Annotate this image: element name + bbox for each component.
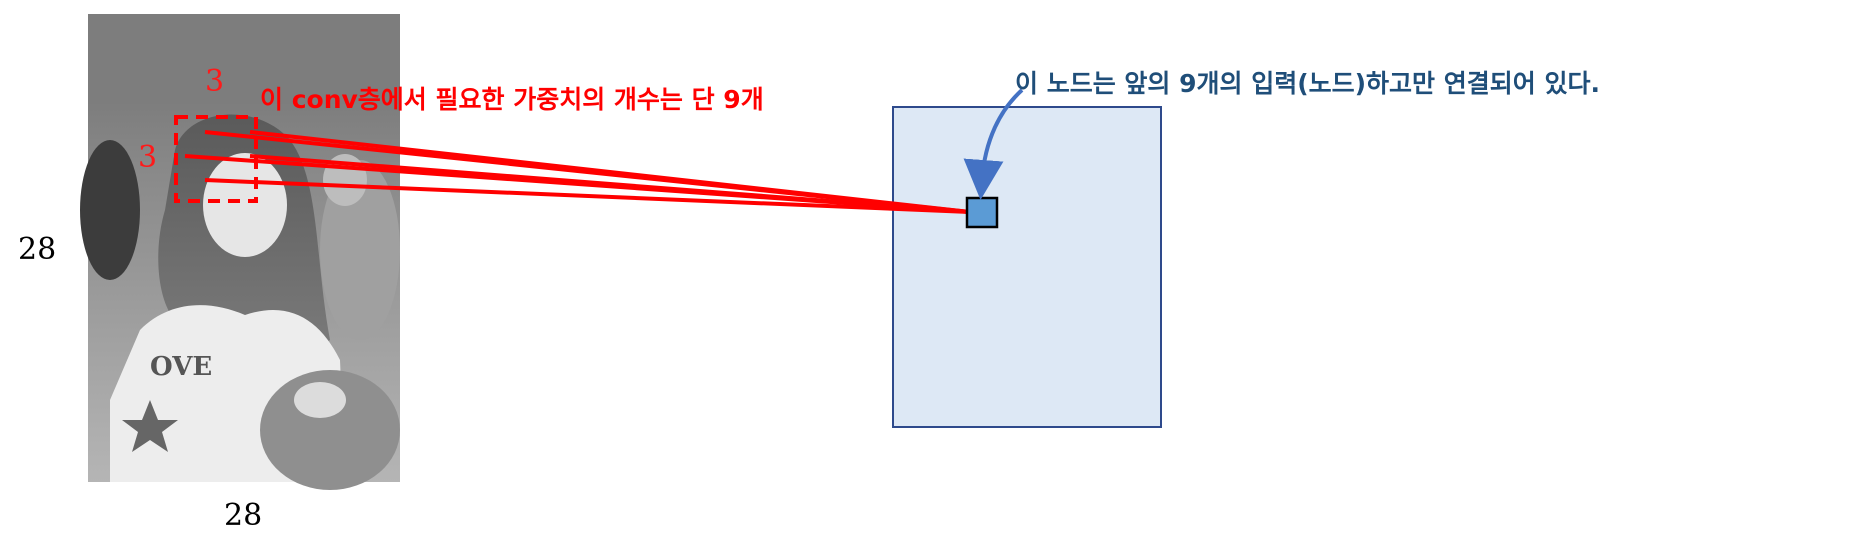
svg-text:OVE: OVE bbox=[150, 352, 212, 382]
feature-map bbox=[892, 106, 1162, 428]
arrow-to-node bbox=[963, 88, 1024, 200]
kernel-box bbox=[174, 115, 258, 203]
input-height-label: 28 bbox=[18, 232, 57, 267]
output-node bbox=[965, 196, 999, 229]
connection-lines bbox=[184, 130, 971, 214]
weights-caption: 이 conv층에서 필요한 가중치의 개수는 단 9개 bbox=[260, 85, 764, 114]
input-photo: OVE bbox=[80, 14, 400, 490]
node-caption: 이 노드는 앞의 9개의 입력(노드)하고만 연결되어 있다. bbox=[1015, 69, 1600, 98]
kernel-width-label: 3 bbox=[205, 64, 225, 99]
kernel-height-label: 3 bbox=[138, 140, 158, 175]
input-width-label: 28 bbox=[224, 498, 263, 533]
